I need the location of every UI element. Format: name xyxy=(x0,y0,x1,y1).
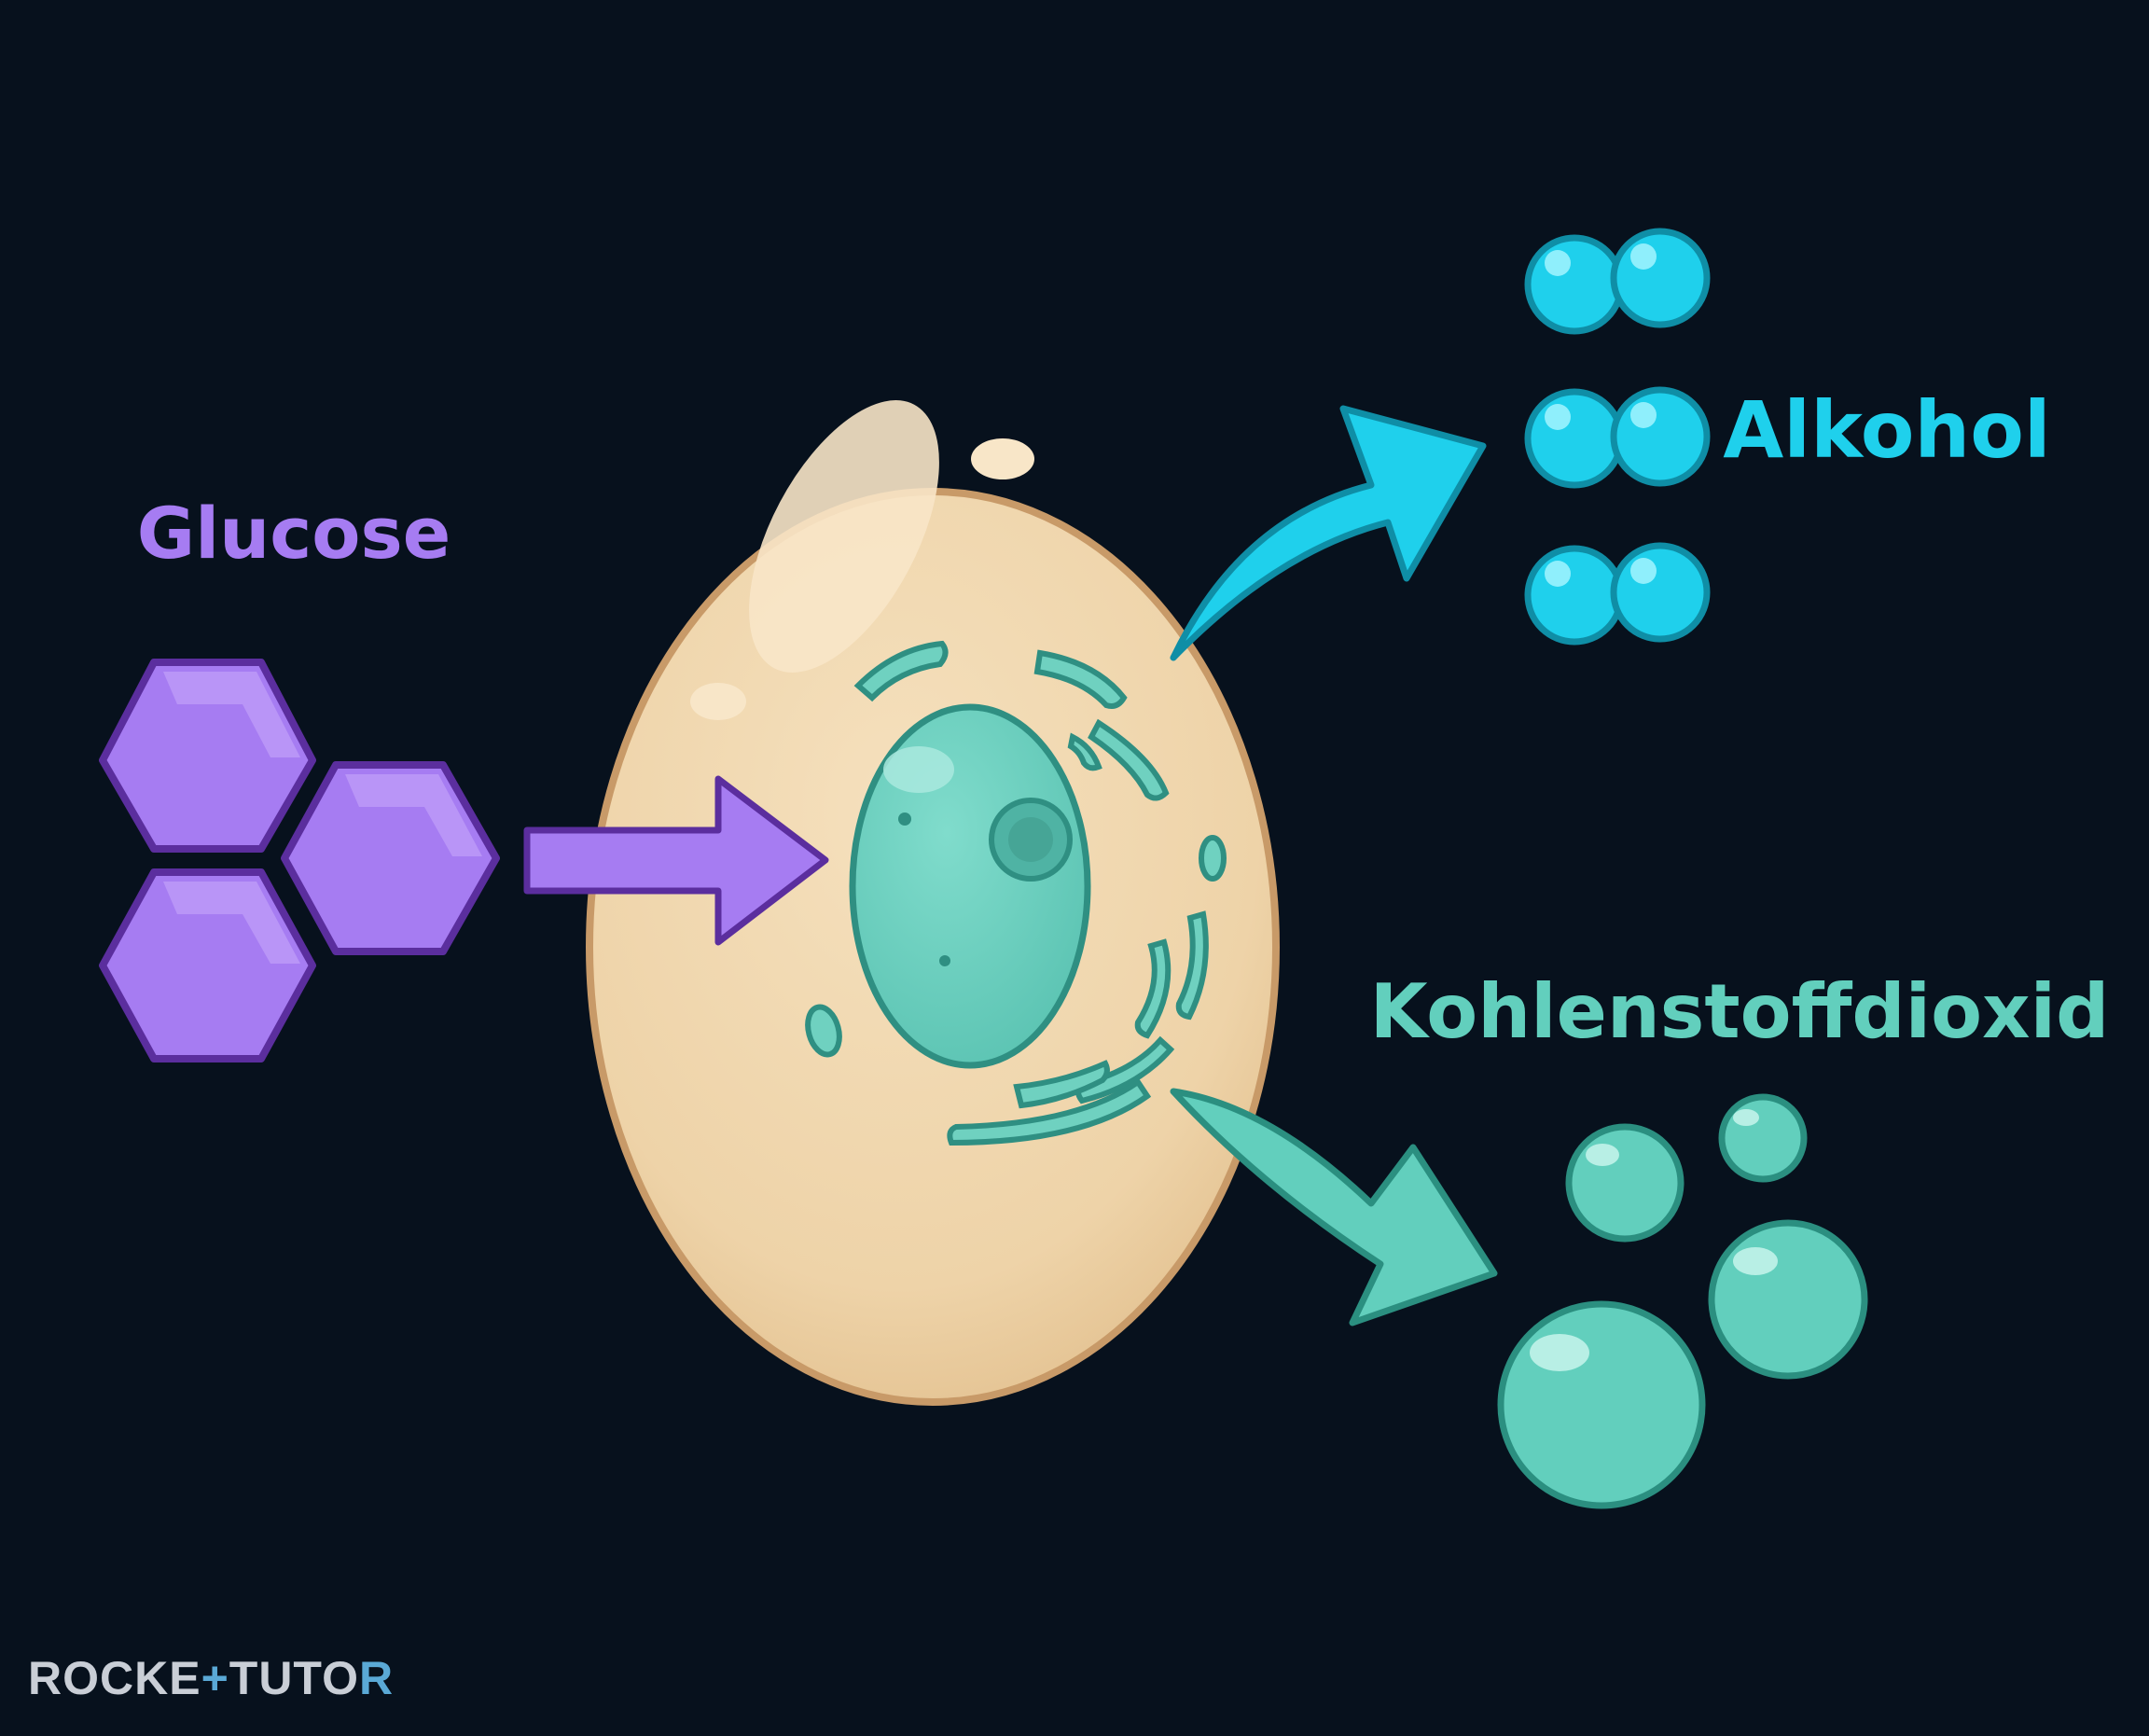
co2-arrow-icon xyxy=(1170,1088,1498,1326)
watermark-part-2: + xyxy=(201,1652,229,1704)
glucose-arrow-icon xyxy=(523,775,829,946)
co2-bubble-2 xyxy=(1718,1093,1808,1183)
glucose-molecule-icon xyxy=(99,659,500,1062)
organelle-4 xyxy=(1067,732,1102,771)
cell-highlight xyxy=(749,400,939,673)
organelle-5 xyxy=(1199,835,1227,882)
alcohol-molecule-1 xyxy=(1524,228,1711,335)
organelle-7 xyxy=(1175,910,1209,1021)
watermark-part-4: R xyxy=(358,1652,395,1704)
organelle-11 xyxy=(947,1077,1152,1146)
brand-watermark: ROCKE+TUTOR xyxy=(28,1651,394,1705)
co2-bubble-1 xyxy=(1565,1123,1685,1243)
co2-bubble-3 xyxy=(1708,1219,1868,1380)
alcohol-molecule-2 xyxy=(1524,386,1711,489)
watermark-part-3: TUTO xyxy=(229,1652,359,1704)
glucose-label: Glucose xyxy=(137,492,451,575)
co2-bubble-icon xyxy=(1497,1093,1868,1509)
alcohol-molecule-icon xyxy=(1524,228,1711,646)
alcohol-molecule-3 xyxy=(1524,542,1711,646)
organelle-1 xyxy=(853,640,949,702)
organelle-3 xyxy=(1088,718,1170,801)
organelle-10 xyxy=(1013,1060,1110,1109)
cell xyxy=(586,400,1280,1406)
alcohol-label: Alkohol xyxy=(1723,384,2050,476)
organelle-8 xyxy=(1134,938,1172,1039)
carbon-dioxide-label: Kohlenstoffdioxid xyxy=(1370,968,2110,1055)
alcohol-arrow-icon xyxy=(1170,405,1487,661)
nucleus-highlight xyxy=(883,746,954,793)
organelle-2 xyxy=(1033,649,1128,709)
organelle-6 xyxy=(805,1004,842,1058)
watermark-part-1: ROCKE xyxy=(28,1652,201,1704)
co2-bubble-4 xyxy=(1497,1300,1706,1509)
nucleus xyxy=(849,703,1091,1069)
